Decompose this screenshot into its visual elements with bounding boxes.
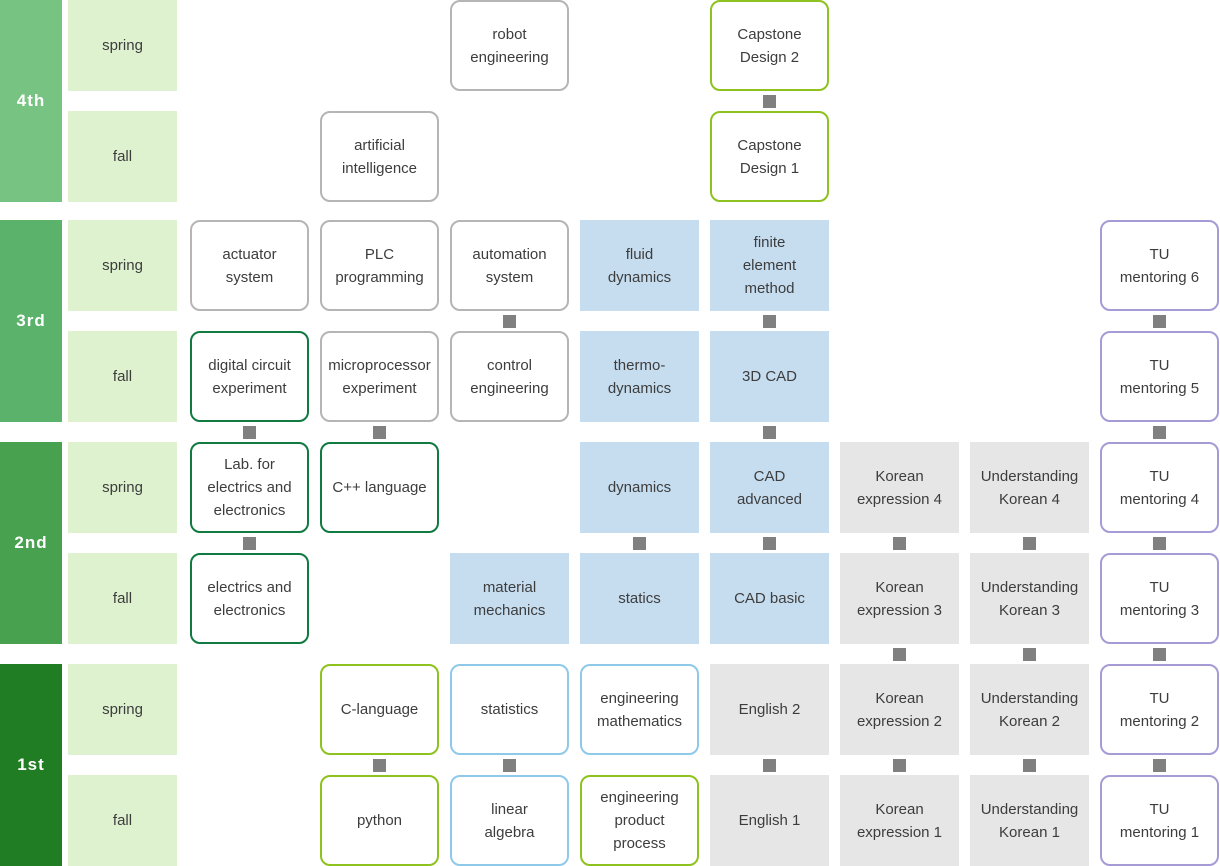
connector-square-icon: [1153, 536, 1166, 550]
course-card-engineering-product-process: engineering product process: [580, 775, 699, 866]
connector-square-icon: [1023, 647, 1036, 661]
course-card-python: python: [320, 775, 439, 866]
course-card-tu-mentoring-2: TU mentoring 2: [1100, 664, 1219, 755]
connector-square-icon: [763, 94, 776, 108]
course-card-tu-mentoring-6: TU mentoring 6: [1100, 220, 1219, 311]
semester-cell-3rd-spring: spring: [68, 220, 177, 311]
course-card-material-mechanics: material mechanics: [450, 553, 569, 644]
connector-square-icon: [633, 536, 646, 550]
course-card-english-1: English 1: [710, 775, 829, 866]
connector-square-icon: [1153, 758, 1166, 772]
connector-square-icon: [1153, 647, 1166, 661]
course-card-statics: statics: [580, 553, 699, 644]
course-card-tu-mentoring-4: TU mentoring 4: [1100, 442, 1219, 533]
course-card-robot-engineering: robot engineering: [450, 0, 569, 91]
course-card-dynamics: dynamics: [580, 442, 699, 533]
semester-cell-4th-fall: fall: [68, 111, 177, 202]
year-label-3rd: 3rd: [0, 220, 62, 422]
connector-square-icon: [1023, 758, 1036, 772]
year-label-4th: 4th: [0, 0, 62, 202]
connector-square-icon: [763, 425, 776, 439]
connector-square-icon: [893, 536, 906, 550]
course-card-3d-cad: 3D CAD: [710, 331, 829, 422]
course-card-engineering-mathematics: engineering mathematics: [580, 664, 699, 755]
course-card-linear-algebra: linear algebra: [450, 775, 569, 866]
connector-square-icon: [1153, 314, 1166, 328]
course-card-control-engineering: control engineering: [450, 331, 569, 422]
course-card-electrics-and-electronics: electrics and electronics: [190, 553, 309, 644]
course-card-artificial-intelligence: artificial intelligence: [320, 111, 439, 202]
course-card-fluid-dynamics: fluid dynamics: [580, 220, 699, 311]
connector-square-icon: [243, 425, 256, 439]
course-card-english-2: English 2: [710, 664, 829, 755]
course-card-actuator-system: actuator system: [190, 220, 309, 311]
connector-square-icon: [1023, 536, 1036, 550]
course-card-thermo-dynamics: thermo- dynamics: [580, 331, 699, 422]
course-card-tu-mentoring-1: TU mentoring 1: [1100, 775, 1219, 866]
course-card-korean-expression-1: Korean expression 1: [840, 775, 959, 866]
course-card-tu-mentoring-3: TU mentoring 3: [1100, 553, 1219, 644]
connector-square-icon: [893, 758, 906, 772]
year-label-1st: 1st: [0, 664, 62, 866]
course-card-plc-programming: PLC programming: [320, 220, 439, 311]
connector-square-icon: [893, 647, 906, 661]
year-label-2nd: 2nd: [0, 442, 62, 644]
course-card-c-language: C++ language: [320, 442, 439, 533]
semester-cell-1st-spring: spring: [68, 664, 177, 755]
semester-cell-3rd-fall: fall: [68, 331, 177, 422]
course-card-capstone-design-2: Capstone Design 2: [710, 0, 829, 91]
course-card-korean-expression-2: Korean expression 2: [840, 664, 959, 755]
course-card-microprocessor-experiment: microprocessor experiment: [320, 331, 439, 422]
course-card-finite-element-method: finite element method: [710, 220, 829, 311]
connector-square-icon: [243, 536, 256, 550]
course-card-korean-expression-4: Korean expression 4: [840, 442, 959, 533]
connector-square-icon: [763, 536, 776, 550]
course-card-understanding-korean-4: Understanding Korean 4: [970, 442, 1089, 533]
course-card-cad-basic: CAD basic: [710, 553, 829, 644]
course-card-capstone-design-1: Capstone Design 1: [710, 111, 829, 202]
semester-cell-2nd-spring: spring: [68, 442, 177, 533]
connector-square-icon: [1153, 425, 1166, 439]
connector-square-icon: [763, 314, 776, 328]
semester-cell-1st-fall: fall: [68, 775, 177, 866]
course-card-lab-for-electrics-and-electronics: Lab. for electrics and electronics: [190, 442, 309, 533]
semester-cell-2nd-fall: fall: [68, 553, 177, 644]
connector-square-icon: [373, 425, 386, 439]
course-card-understanding-korean-2: Understanding Korean 2: [970, 664, 1089, 755]
course-card-automation-system: automation system: [450, 220, 569, 311]
course-card-digital-circuit-experiment: digital circuit experiment: [190, 331, 309, 422]
course-card-statistics: statistics: [450, 664, 569, 755]
course-card-understanding-korean-1: Understanding Korean 1: [970, 775, 1089, 866]
course-card-korean-expression-3: Korean expression 3: [840, 553, 959, 644]
course-card-c-language: C-language: [320, 664, 439, 755]
connector-square-icon: [503, 758, 516, 772]
course-card-cad-advanced: CAD advanced: [710, 442, 829, 533]
course-card-understanding-korean-3: Understanding Korean 3: [970, 553, 1089, 644]
connector-square-icon: [503, 314, 516, 328]
connector-square-icon: [373, 758, 386, 772]
course-card-tu-mentoring-5: TU mentoring 5: [1100, 331, 1219, 422]
semester-cell-4th-spring: spring: [68, 0, 177, 91]
connector-square-icon: [763, 758, 776, 772]
